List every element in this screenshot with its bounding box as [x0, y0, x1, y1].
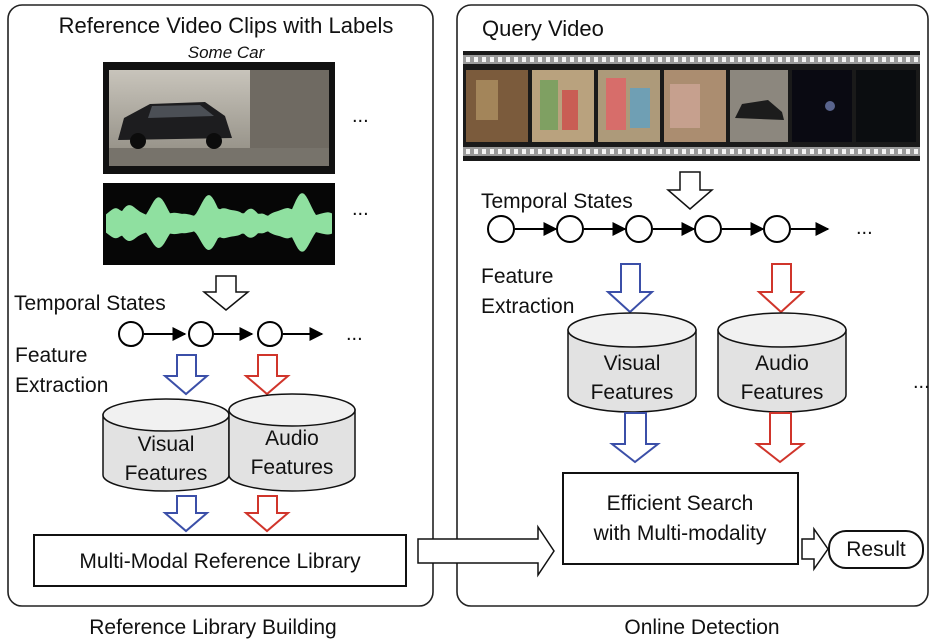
audio-waveform — [103, 183, 335, 265]
left-visual-label-2: Features — [125, 462, 208, 485]
left-states-ellipsis: ... — [346, 323, 363, 345]
right-temporal-states-chain — [487, 215, 830, 243]
right-extraction-label: Extraction — [481, 295, 574, 318]
right-visual-label-1: Visual — [604, 352, 661, 375]
left-panel-title: Reference Video Clips with Labels — [59, 13, 394, 38]
reference-library-label: Multi-Modal Reference Library — [79, 550, 361, 573]
right-visual-label-2: Features — [591, 381, 674, 404]
right-panel-title: Query Video — [482, 16, 604, 41]
efficient-search-box — [562, 472, 799, 565]
right-audio-features-cylinder — [717, 312, 847, 413]
left-audio-label-1: Audio — [265, 427, 319, 450]
left-extraction-label: Extraction — [15, 374, 108, 397]
left-audio-label-2: Features — [251, 456, 334, 479]
hollow-down-arrow — [201, 275, 251, 311]
right-audio-label-2: Features — [741, 381, 824, 404]
right-audio-arrow-top — [756, 263, 806, 314]
left-audio-features-cylinder — [228, 393, 356, 492]
left-feature-label: Feature — [15, 344, 87, 367]
left-audio-arrow-bottom — [243, 495, 291, 533]
right-feature-label: Feature — [481, 265, 553, 288]
right-temporal-states-label: Temporal States — [481, 190, 633, 213]
right-hollow-down-arrow — [665, 171, 715, 210]
right-side-ellipsis: ... — [913, 371, 930, 393]
car-video-thumbnail — [103, 62, 335, 174]
left-panel-caption: Reference Library Building — [89, 616, 336, 639]
left-panel-frame — [7, 4, 434, 607]
right-audio-arrow-bottom — [754, 412, 806, 464]
right-visual-features-cylinder — [567, 312, 697, 413]
audio-ellipsis: ... — [352, 198, 369, 220]
search-label-1: Efficient Search — [607, 492, 754, 515]
right-panel-caption: Online Detection — [624, 616, 779, 639]
right-panel-frame — [456, 4, 929, 607]
video-ellipsis: ... — [352, 105, 369, 127]
left-visual-label-1: Visual — [138, 433, 195, 456]
right-audio-label-1: Audio — [755, 352, 809, 375]
left-temporal-states-chain — [118, 321, 324, 347]
clip-label: Some Car — [188, 43, 266, 62]
query-video-filmstrip — [463, 51, 920, 161]
left-temporal-states-label: Temporal States — [14, 292, 166, 315]
left-visual-arrow-bottom — [162, 495, 210, 533]
reference-library-box — [33, 534, 407, 587]
right-visual-arrow-bottom — [609, 412, 661, 464]
right-visual-arrow-top — [605, 263, 655, 314]
search-to-result-arrow — [801, 526, 829, 572]
right-states-ellipsis: ... — [856, 217, 873, 239]
library-to-search-arrow — [417, 524, 555, 578]
left-visual-features-cylinder — [102, 398, 230, 492]
result-box — [828, 530, 924, 569]
search-label-2: with Multi-modality — [593, 522, 767, 545]
left-visual-arrow-top — [162, 354, 210, 396]
left-audio-arrow-top — [243, 354, 291, 396]
result-label: Result — [846, 538, 906, 561]
